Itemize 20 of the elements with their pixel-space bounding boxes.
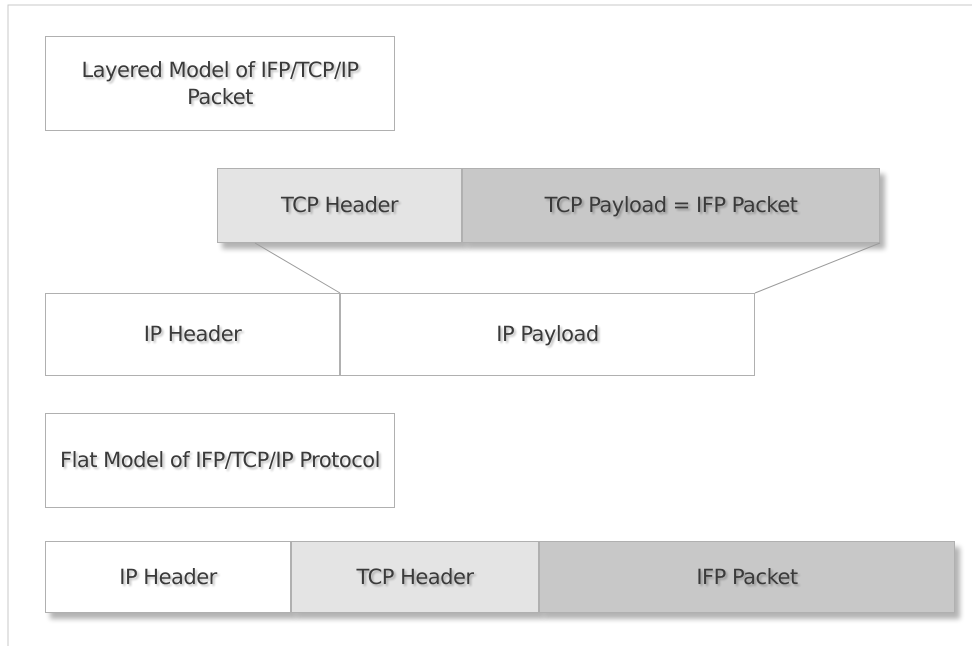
segment-label: IFP Packet [696, 564, 798, 590]
title-box [45, 36, 395, 131]
header-segment [291, 541, 539, 613]
segment-label: TCP Header [356, 564, 474, 590]
payload-segment [340, 293, 755, 376]
expansion-line [254, 242, 340, 294]
header-segment [217, 168, 462, 243]
segment-label: Flat Model of IFP/TCP/IP Protocol [60, 447, 380, 474]
segment-label: IP Header [144, 321, 242, 348]
header-segment [45, 293, 340, 376]
segment-label: IP Header [119, 564, 217, 590]
segment-label: IP Payload [496, 321, 599, 348]
payload-segment [462, 168, 880, 243]
segment-label: TCP Header [280, 192, 398, 219]
title-box [45, 413, 395, 508]
segment-label: TCP Payload = IFP Packet [544, 192, 798, 219]
segment-label: Layered Model of IFP/TCP/IP Packet [80, 57, 360, 110]
payload-segment [539, 541, 955, 613]
expansion-line [754, 242, 880, 294]
header-segment [45, 541, 291, 613]
